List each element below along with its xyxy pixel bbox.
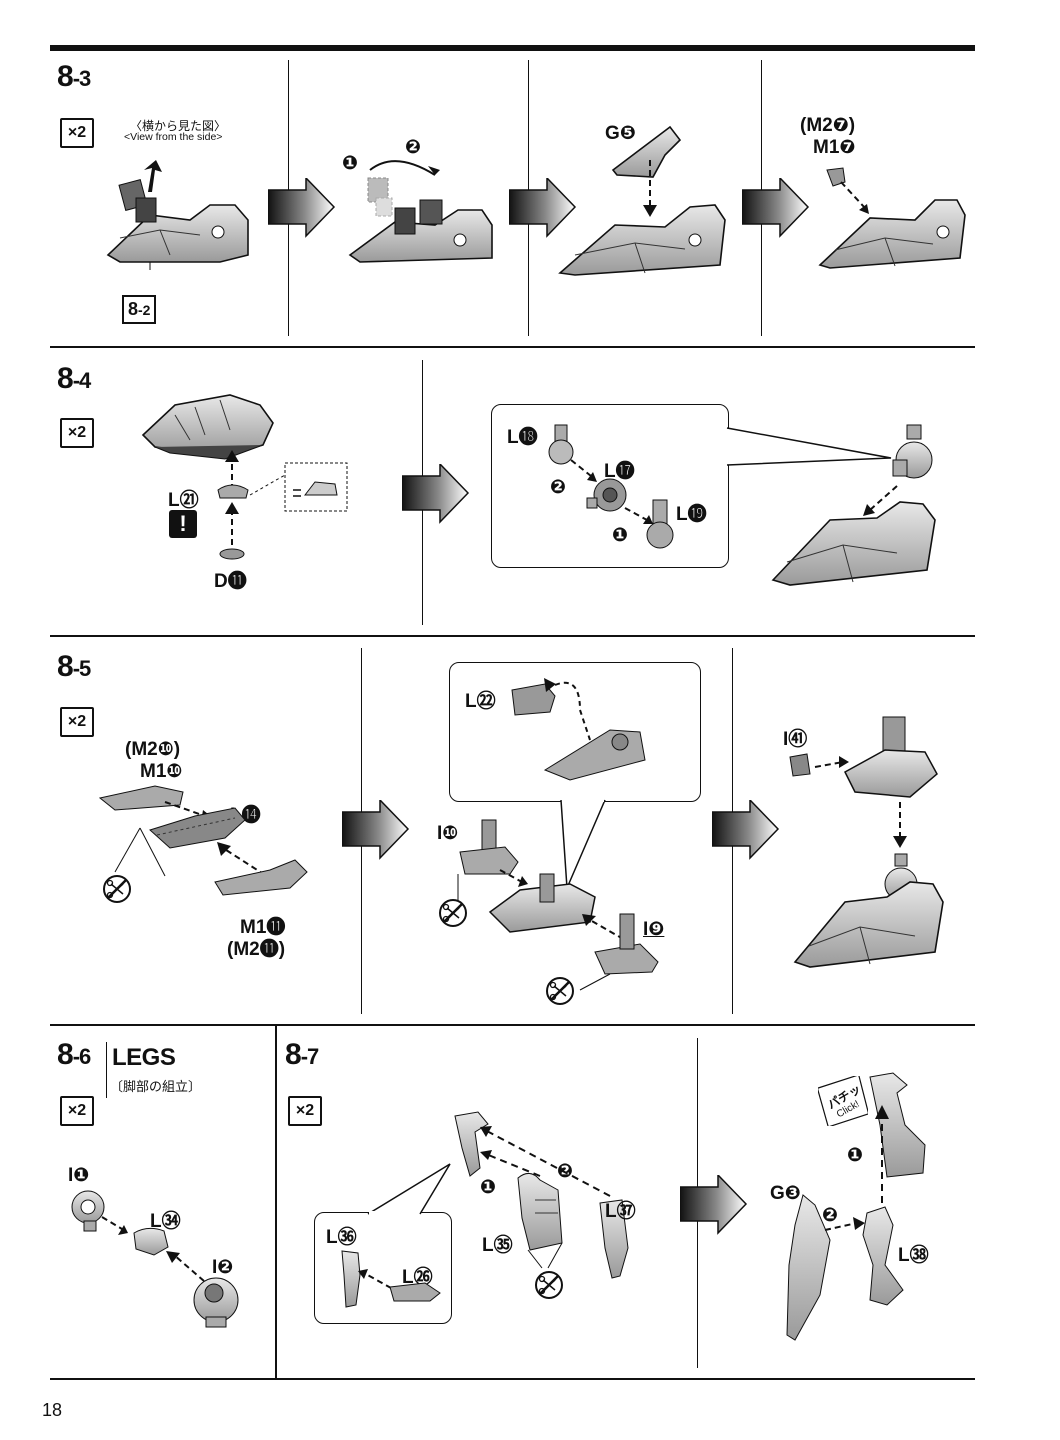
no-cut-icon <box>438 898 468 928</box>
section-subtitle-jp: 〔脚部の組立〕 <box>110 1079 202 1094</box>
part-label-l35: L㉟ <box>482 1235 513 1256</box>
step-number-8-6: 8-6 <box>57 1038 92 1072</box>
step-minor: -5 <box>72 656 92 681</box>
top-rule <box>50 45 975 51</box>
arrow-right-icon <box>680 1175 747 1234</box>
part-label-d11: D⓫ <box>214 571 247 592</box>
part-label-l17: L⓱ <box>604 461 635 482</box>
callout-pointer <box>726 427 892 466</box>
callout-pointer <box>367 1163 451 1215</box>
part-label-l36: L㊱ <box>326 1227 357 1248</box>
part-illustration-8-5d <box>789 716 944 968</box>
part-label-l18: L⓲ <box>507 427 538 448</box>
step-major: 8 <box>57 1038 74 1071</box>
part-label-m1-7: M1❼ <box>813 137 856 158</box>
part-label-l38: L㊳ <box>898 1245 929 1266</box>
part-label-i10: I❿ <box>437 823 459 844</box>
part-label-l34: L㉞ <box>150 1211 181 1232</box>
part-label-g3: G❸ <box>770 1183 801 1204</box>
side-view-caption-en: <View from the side> <box>124 131 223 143</box>
step-number-8-3: 8-3 <box>57 60 92 94</box>
part-illustration-8-5a <box>98 785 308 896</box>
side-view-caption-jp: 〈横から見た図〉 <box>130 119 227 133</box>
part-label-m1-11: M1⓫ <box>240 917 286 938</box>
step-minor: -3 <box>72 66 92 91</box>
part-label-i41: I㊶ <box>783 729 808 750</box>
row-divider-1 <box>50 346 975 348</box>
assembly-arrows-8-4 <box>217 450 249 560</box>
part-illustration-8-4c <box>771 424 936 586</box>
part-illustration-8-4a <box>141 394 274 460</box>
bottom-rule <box>50 1378 975 1380</box>
part-label-l19: L⓳ <box>676 504 707 525</box>
arrow-right-icon <box>712 800 779 859</box>
part-label-i2: I❷ <box>212 1257 234 1278</box>
step-minor: -7 <box>300 1044 320 1069</box>
quantity-badge: ×2 <box>288 1096 322 1126</box>
part-label-l21: L㉑ <box>168 490 199 511</box>
order-mark-2: ❷ <box>405 137 422 158</box>
order-mark-1: ❶ <box>342 153 359 174</box>
part-label-l37: L㊲ <box>605 1201 636 1222</box>
part-label-m2-11: (M2⓫) <box>227 939 286 960</box>
part-illustration-8-5c <box>457 819 659 991</box>
part-label-i9: I❾ <box>643 919 665 940</box>
quantity-badge: ×2 <box>60 707 94 737</box>
no-cut-icon <box>534 1270 564 1300</box>
order-mark-1: ❶ <box>847 1145 864 1166</box>
order-mark-2: ❷ <box>550 477 567 498</box>
ref-minor: -2 <box>138 302 151 318</box>
row-divider-2 <box>50 635 975 637</box>
step-minor: -6 <box>72 1044 92 1069</box>
warning-icon: ! <box>169 510 197 538</box>
part-illustration-8-7b <box>341 1250 441 1308</box>
part-label-i1: I❶ <box>68 1165 90 1186</box>
arrow-right-icon <box>742 178 809 237</box>
section-title-legs: LEGS <box>112 1044 176 1071</box>
part-illustration-8-3d <box>818 167 966 269</box>
step-minor: -4 <box>72 368 92 393</box>
reference-box: 8-2 <box>122 295 157 324</box>
part-illustration-8-3c <box>558 125 726 276</box>
part-label-m2-10: (M2❿) <box>125 739 181 760</box>
step-number-8-7: 8-7 <box>285 1038 320 1072</box>
page-number: 18 <box>42 1400 63 1420</box>
order-mark-1: ❶ <box>480 1177 497 1198</box>
part-label-m2-7: (M2❼) <box>800 115 856 136</box>
part-illustration-8-3b <box>348 160 493 263</box>
order-mark-1: ❶ <box>612 525 629 546</box>
quantity-badge: ×2 <box>60 118 94 148</box>
section-divider <box>275 1026 277 1378</box>
quantity-badge: ×2 <box>60 1096 94 1126</box>
part-illustration-8-4b <box>548 424 674 549</box>
part-label-m1-10: M1❿ <box>140 761 183 782</box>
part-illustration-8-6 <box>71 1190 239 1328</box>
step-major: 8 <box>285 1038 302 1071</box>
arrow-right-icon <box>268 178 335 237</box>
order-mark-2: ❷ <box>557 1161 574 1182</box>
callout-box-8-7 <box>314 1212 452 1324</box>
part-illustration-8-7c <box>786 1072 926 1341</box>
arrow-right-icon <box>342 800 409 859</box>
part-illustration-8-3a <box>106 160 249 270</box>
arrow-right-icon <box>402 464 469 523</box>
part-label-l22: L㉒ <box>465 691 496 712</box>
order-mark-2: ❷ <box>822 1205 839 1226</box>
title-divider <box>106 1042 107 1098</box>
ref-major: 8 <box>128 299 139 319</box>
part-illustration-8-7a <box>454 1111 629 1279</box>
step-major: 8 <box>57 362 74 395</box>
part-illustration-8-5b <box>511 678 646 781</box>
row-divider-3 <box>50 1024 975 1026</box>
click-icon <box>818 1076 868 1126</box>
no-cut-icon <box>102 874 132 904</box>
step-major: 8 <box>57 60 74 93</box>
detail-view-8-4 <box>249 462 348 512</box>
quantity-badge: ×2 <box>60 418 94 448</box>
step-number-8-5: 8-5 <box>57 650 92 684</box>
step-number-8-4: 8-4 <box>57 362 92 396</box>
no-cut-icon <box>545 976 575 1006</box>
part-label-g5: G❺ <box>605 123 636 144</box>
step-major: 8 <box>57 650 74 683</box>
